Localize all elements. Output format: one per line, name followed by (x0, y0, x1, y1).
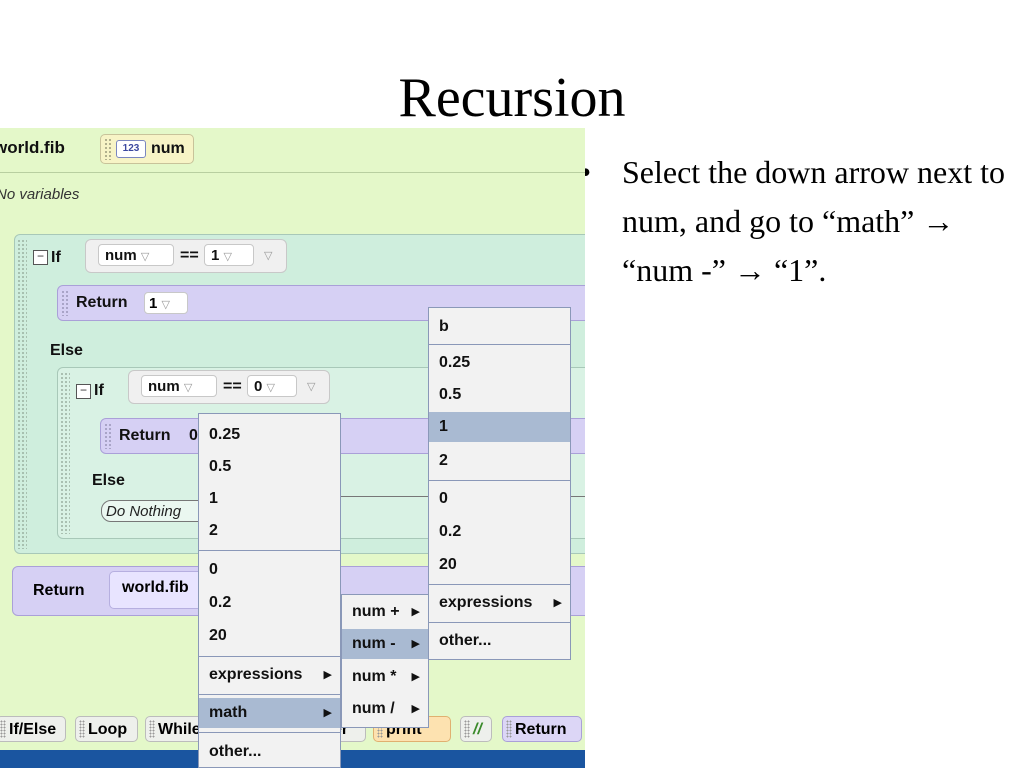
else-keyword: Else (92, 472, 125, 489)
popup-menu-math: num +▶ num -▶ num *▶ num /▶ (341, 594, 429, 728)
bullet-symbol: • (580, 154, 592, 190)
menu-header: b (439, 318, 449, 335)
menu-item[interactable]: 0 (439, 490, 448, 507)
return-value-text: 1 (149, 295, 158, 312)
else-keyword: Else (50, 342, 83, 359)
condition-operator: == (223, 378, 242, 395)
return-value-text: 0 (189, 427, 198, 444)
bullet-text: Select the down arrow next to num, and g… (622, 154, 1005, 288)
if-keyword: If (51, 249, 61, 266)
condition-outer[interactable]: num ▽ == 1 ▽ ▽ (85, 239, 287, 273)
menu-item[interactable]: 0.25 (209, 426, 241, 443)
menu-item[interactable]: 2 (439, 452, 448, 469)
menu-item[interactable]: 0.5 (209, 458, 232, 475)
number-type-icon: 123 (116, 140, 146, 158)
condition-rhs-value: 0 (254, 378, 263, 395)
condition-lhs-value: num (105, 247, 137, 264)
toolbar-loop[interactable]: Loop (75, 716, 138, 742)
menu-item[interactable]: 20 (209, 627, 227, 644)
toolbar-comment[interactable]: // (460, 716, 492, 742)
condition-lhs[interactable]: num ▽ (141, 375, 217, 397)
fib-call-name: world.fib (122, 579, 189, 596)
menu-separator (429, 480, 570, 481)
parameter-num[interactable]: 123 num (100, 134, 194, 164)
condition-rhs-value: 1 (211, 247, 220, 264)
dropdown-arrow-icon[interactable]: ▽ (264, 250, 273, 262)
no-variables-label: No variables (0, 186, 80, 203)
popup-menu-b-values: b 0.25 0.5 1 2 0 0.2 20 expressions▶ oth… (428, 307, 571, 660)
condition-lhs[interactable]: num ▽ (98, 244, 174, 266)
return-keyword: Return (33, 582, 85, 599)
menu-separator (199, 550, 340, 551)
drag-grip-icon[interactable] (17, 239, 27, 549)
menu-item-selected[interactable]: 1 (429, 412, 570, 442)
menu-item[interactable]: 0.2 (439, 523, 462, 540)
menu-item-num-minus[interactable]: num -▶ (342, 629, 428, 659)
collapse-icon[interactable]: − (33, 250, 48, 265)
drag-grip-icon[interactable] (104, 423, 112, 449)
submenu-arrow-icon: ▶ (323, 707, 332, 719)
parameter-name: num (151, 140, 185, 157)
drag-grip-icon[interactable] (61, 290, 69, 316)
menu-separator (429, 344, 570, 345)
menu-item[interactable]: 1 (209, 490, 218, 507)
slide-title: Recursion (398, 67, 626, 129)
menu-item-expressions[interactable]: expressions▶ (199, 660, 340, 690)
do-nothing-placeholder[interactable]: Do Nothing (101, 500, 211, 522)
condition-rhs[interactable]: 0 ▽ (247, 375, 297, 397)
condition-inner[interactable]: num ▽ == 0 ▽ ▽ (128, 370, 330, 404)
menu-item[interactable]: other... (439, 632, 492, 649)
dropdown-arrow-icon[interactable]: ▽ (161, 299, 170, 311)
submenu-arrow-icon: ▶ (411, 606, 420, 618)
submenu-arrow-icon: ▶ (411, 703, 420, 715)
menu-item[interactable]: other... (209, 743, 262, 760)
menu-item-num-plus[interactable]: num +▶ (342, 597, 428, 627)
if-keyword: If (94, 382, 104, 399)
drag-grip-icon[interactable] (104, 138, 112, 160)
condition-operator: == (180, 247, 199, 264)
collapse-icon[interactable]: − (76, 384, 91, 399)
return-value[interactable]: 1 ▽ (144, 292, 188, 314)
return-statement-outer[interactable]: Return 1 ▽ (57, 285, 585, 321)
drag-grip-icon[interactable] (60, 372, 70, 534)
return-keyword: Return (119, 427, 171, 444)
menu-separator (429, 622, 570, 623)
menu-separator (429, 584, 570, 585)
method-header: world.fib 123 num (0, 128, 585, 173)
menu-item[interactable]: 2 (209, 522, 218, 539)
popup-menu-values: 0.25 0.5 1 2 0 0.2 20 expressions▶ math▶… (198, 413, 341, 768)
menu-separator (199, 656, 340, 657)
toolbar-if-else[interactable]: If/Else (0, 716, 66, 742)
submenu-arrow-icon: ▶ (411, 671, 420, 683)
menu-separator (199, 732, 340, 733)
dropdown-arrow-icon[interactable]: ▽ (183, 382, 193, 394)
dropdown-arrow-icon[interactable]: ▽ (140, 251, 150, 263)
toolbar-while[interactable]: While (145, 716, 205, 742)
menu-separator (199, 694, 340, 695)
toolbar-return[interactable]: Return (502, 716, 582, 742)
return-keyword: Return (76, 294, 128, 311)
dropdown-arrow-icon[interactable]: ▽ (223, 251, 232, 263)
menu-item[interactable]: 0.2 (209, 594, 232, 611)
condition-lhs-value: num (148, 378, 180, 395)
menu-item[interactable]: 0 (209, 561, 218, 578)
submenu-arrow-icon: ▶ (553, 597, 562, 609)
menu-item-math[interactable]: math▶ (199, 698, 340, 728)
submenu-arrow-icon: ▶ (411, 638, 420, 650)
menu-item[interactable]: 0.25 (439, 354, 471, 371)
menu-item-num-divide[interactable]: num /▶ (342, 694, 428, 724)
bullet-point: • Select the down arrow next to num, and… (580, 148, 1010, 295)
condition-rhs[interactable]: 1 ▽ (204, 244, 254, 266)
dropdown-arrow-icon[interactable]: ▽ (307, 381, 316, 393)
menu-item-num-times[interactable]: num *▶ (342, 662, 428, 692)
menu-item[interactable]: 0.5 (439, 386, 462, 403)
menu-item-expressions[interactable]: expressions▶ (429, 588, 570, 618)
submenu-arrow-icon: ▶ (323, 669, 332, 681)
menu-item[interactable]: 20 (439, 556, 457, 573)
dropdown-arrow-icon[interactable]: ▽ (266, 382, 275, 394)
method-title: world.fib (0, 138, 65, 157)
